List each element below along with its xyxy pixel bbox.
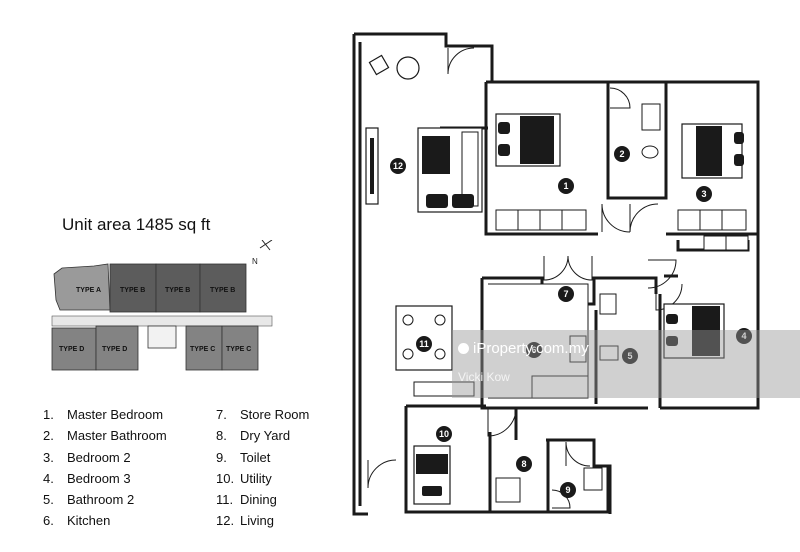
keyplan-unit-type-b [155, 263, 201, 313]
sofa-icon [417, 127, 483, 213]
svg-text:1: 1 [563, 181, 568, 191]
keyplan-corridor [51, 315, 273, 327]
svg-text:5: 5 [627, 351, 632, 361]
floor-plan: 1 2 3 4 5 6 7 8 9 10 11 12 [352, 32, 760, 516]
room-markers: 1 2 3 4 5 6 7 8 9 10 11 12 [390, 146, 752, 498]
key-plan: N TYPE A TYPE B TYPE B TYPE B TYPE D TYP… [51, 240, 273, 371]
legend-item: 2.Master Bathroom [43, 428, 167, 444]
room-marker: 1 [558, 178, 574, 194]
legend-item: 11.Dining [216, 492, 277, 508]
room-marker: 12 [390, 158, 406, 174]
keyplan-label: TYPE C [226, 346, 251, 353]
room-marker: 5 [622, 348, 638, 364]
watermark-agent: Vicki Kow [458, 370, 510, 384]
svg-text:4: 4 [741, 331, 746, 341]
svg-text:6: 6 [531, 345, 536, 355]
compass-label: N [252, 257, 258, 266]
svg-text:8: 8 [521, 459, 526, 469]
room-marker: 6 [526, 342, 542, 358]
keyplan-label: TYPE D [59, 346, 84, 353]
keyplan-unit-type-b [109, 263, 157, 313]
legend-item: 4.Bedroom 3 [43, 470, 131, 486]
keyplan-label: TYPE A [76, 287, 101, 294]
watermark-band [452, 330, 800, 398]
svg-text:3: 3 [701, 189, 706, 199]
bed-icon [495, 113, 561, 167]
svg-text:12: 12 [393, 161, 403, 171]
keyplan-label: TYPE B [165, 287, 190, 294]
room-legend-left: 1.Master Bedroom 2.Master Bathroom 3.Bed… [43, 404, 167, 532]
legend-item: 12.Living [216, 513, 274, 529]
chair-icon [368, 54, 390, 76]
bathroom-fixtures-icon [495, 103, 661, 503]
svg-text:9: 9 [565, 485, 570, 495]
room-marker: 9 [560, 482, 576, 498]
legend-item: 9.Toilet [216, 449, 271, 465]
legend-item: 1.Master Bedroom [43, 407, 164, 422]
keyplan-unit-type-a [53, 263, 111, 311]
legend-item: 10.Utility [216, 470, 272, 486]
north-arrow-icon: N [252, 240, 273, 266]
keyplan-core [147, 325, 177, 349]
room-marker: 7 [558, 286, 574, 302]
svg-text:11: 11 [419, 339, 429, 349]
keyplan-unit-type-c [185, 325, 223, 371]
bed-icon [663, 303, 725, 359]
keyplan-label: TYPE D [102, 346, 127, 353]
keyplan-upper-block: TYPE A TYPE B TYPE B TYPE B [53, 263, 247, 313]
legend-item: 5.Bathroom 2 [43, 492, 135, 508]
keyplan-unit-type-b [199, 263, 247, 313]
room-legend-right: 7.Store Room 8.Dry Yard 9.Toilet 10.Util… [216, 404, 309, 532]
kitchen-counter-icon [413, 283, 589, 399]
bed-icon [413, 445, 451, 505]
iproperty-logo-icon [458, 343, 469, 354]
tv-console-icon [365, 127, 379, 205]
round-table-icon [396, 56, 420, 80]
keyplan-label: TYPE B [210, 287, 235, 294]
keyplan-label: TYPE C [190, 346, 215, 353]
svg-text:2: 2 [619, 149, 624, 159]
unit-area-label: Unit area 1485 sq ft [62, 215, 211, 234]
legend-item: 8.Dry Yard [216, 428, 291, 444]
legend-item: 3.Bedroom 2 [43, 449, 131, 465]
keyplan-unit-type-d [95, 325, 139, 371]
keyplan-unit-type-d [51, 327, 97, 371]
room-marker: 8 [516, 456, 532, 472]
door-swings [367, 47, 683, 509]
plan-walls [352, 32, 760, 516]
room-marker: 3 [696, 186, 712, 202]
svg-text:7: 7 [563, 289, 568, 299]
bed-icon [681, 123, 744, 179]
room-marker: 2 [614, 146, 630, 162]
legend-item: 6.Kitchen [43, 513, 111, 529]
wardrobe-icon [495, 209, 749, 251]
keyplan-label: TYPE B [120, 287, 145, 294]
room-marker: 11 [416, 336, 432, 352]
room-marker: 4 [736, 328, 752, 344]
keyplan-unit-type-c [221, 325, 259, 371]
watermark-brand: iProperty.com.my [458, 340, 589, 357]
svg-text:10: 10 [439, 429, 449, 439]
room-marker: 10 [436, 426, 452, 442]
legend-item: 7.Store Room [216, 407, 310, 422]
